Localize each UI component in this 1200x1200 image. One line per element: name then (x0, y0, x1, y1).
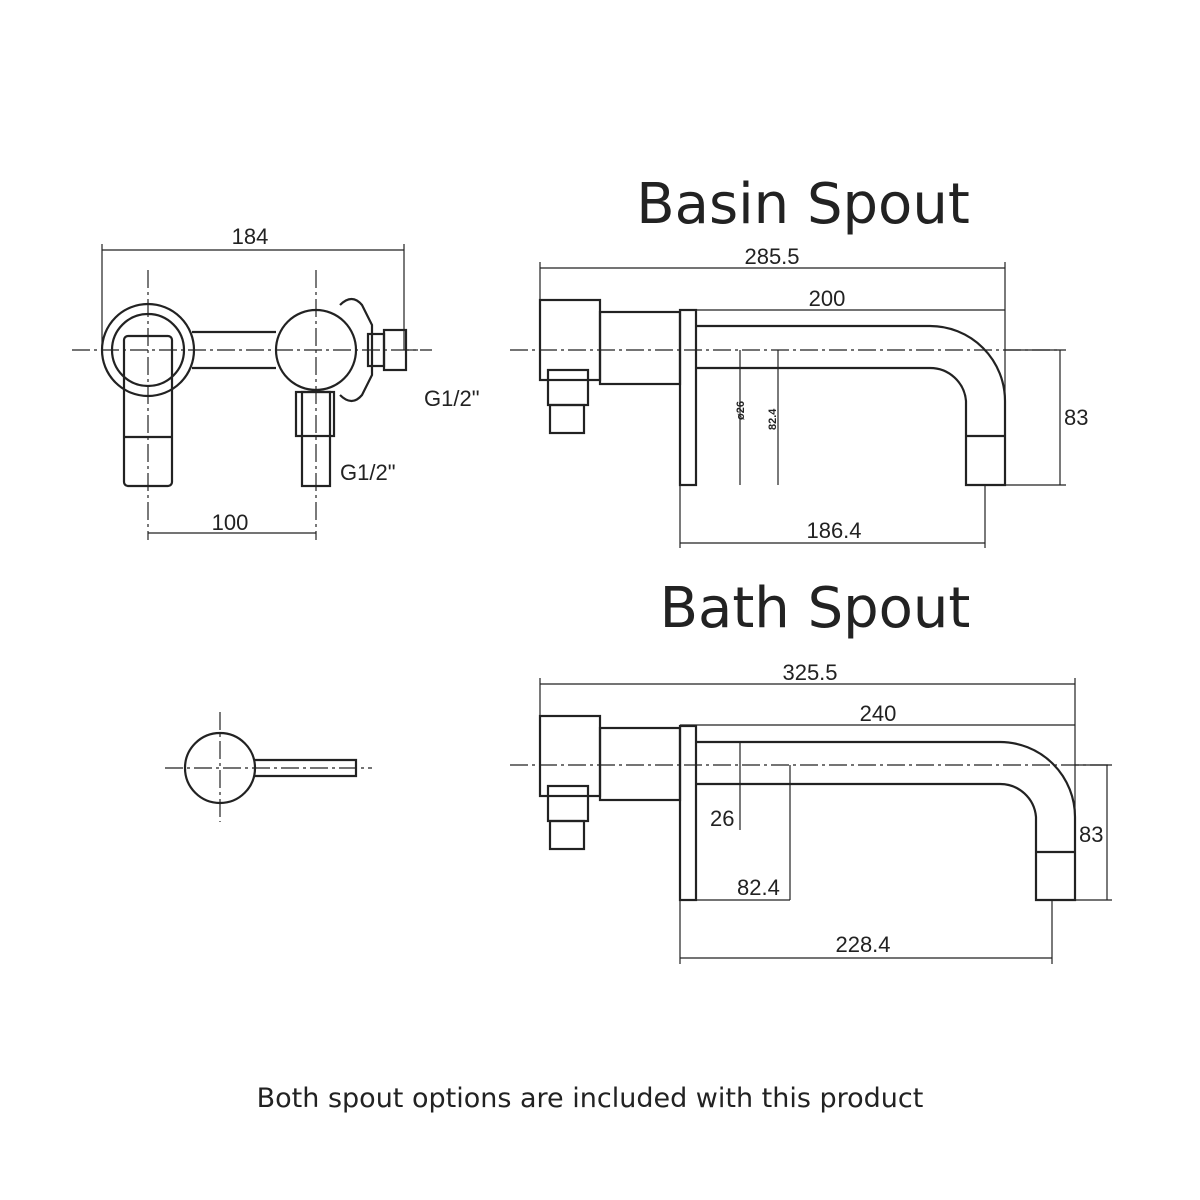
bottom-inlet-label: G1/2" (340, 460, 396, 485)
projection-dimension: 186.4 (806, 518, 861, 543)
handle-offset-dimension: 82.4 (767, 408, 779, 430)
spout-length-dimension: 200 (809, 286, 846, 311)
handle-offset-dimension: 82.4 (737, 875, 780, 900)
diameter-dimension: ø26 (735, 401, 747, 420)
height-dimension: 83 (1064, 405, 1088, 430)
side-inlet-label: G1/2" (424, 386, 480, 411)
top-view (165, 712, 372, 822)
centers-dimension: 100 (212, 510, 249, 535)
projection-dimension: 228.4 (835, 932, 890, 957)
diameter-dimension: 26 (710, 806, 734, 831)
bath-spout-title: Bath Spout (660, 576, 971, 641)
front-view: 184 G1/2" G1/2" 100 (72, 224, 480, 540)
basin-spout-drawing: Basin Spout 285.5 200 83 ø26 82.4 186.4 (510, 172, 1088, 548)
footer-note: Both spout options are included with thi… (257, 1083, 924, 1114)
height-dimension: 83 (1079, 822, 1103, 847)
overall-length-dimension: 285.5 (744, 244, 799, 269)
bath-spout-drawing: Bath Spout 325.5 240 83 26 82.4 228.4 (510, 576, 1112, 964)
overall-length-dimension: 325.5 (782, 660, 837, 685)
spout-length-dimension: 240 (860, 701, 897, 726)
width-dimension: 184 (232, 224, 269, 249)
basin-spout-title: Basin Spout (636, 172, 970, 237)
